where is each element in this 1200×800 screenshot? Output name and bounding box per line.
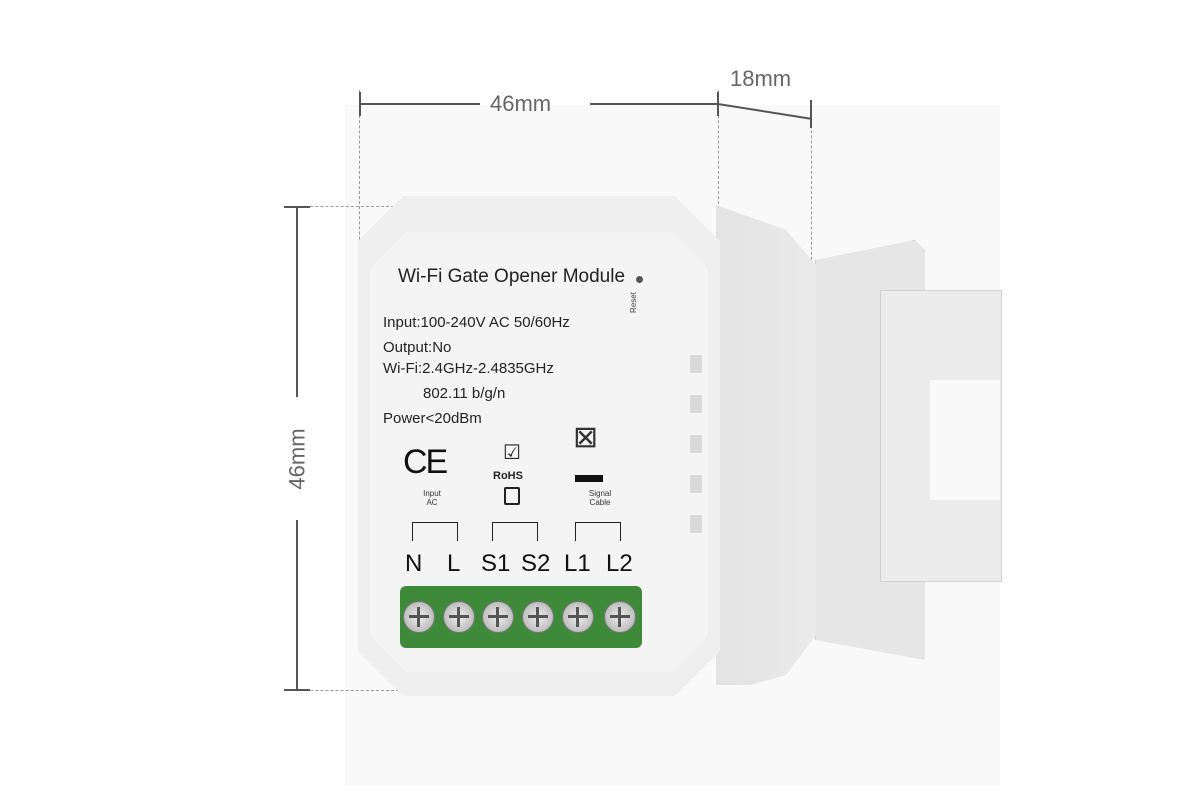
spec-output: Output:No bbox=[383, 339, 452, 356]
rohs-check-icon: ☑ bbox=[503, 442, 521, 464]
module-side bbox=[716, 205, 816, 685]
terminal-block bbox=[400, 586, 642, 648]
vent-rib bbox=[690, 515, 702, 533]
dimension-tick bbox=[284, 206, 310, 208]
depth-label: 18mm bbox=[730, 66, 792, 91]
signal-cable-label: Signal Cable bbox=[588, 489, 612, 507]
screw-terminal-l2[interactable] bbox=[604, 601, 636, 633]
screw-terminal-s2[interactable] bbox=[522, 601, 554, 633]
wiring-line bbox=[412, 522, 458, 541]
reset-button[interactable] bbox=[636, 276, 643, 283]
dimension-guide bbox=[718, 90, 721, 260]
height-dimension-line bbox=[296, 207, 298, 397]
wiring-line bbox=[575, 522, 621, 541]
screw-terminal-l1[interactable] bbox=[562, 601, 594, 633]
terminal-label-l2: L2 bbox=[606, 550, 633, 577]
spec-input: Input:100-240V AC 50/60Hz bbox=[383, 314, 570, 331]
screw-terminal-n[interactable] bbox=[403, 601, 435, 633]
spec-standard: 802.11 b/g/n bbox=[423, 385, 506, 402]
reset-label: Reset bbox=[628, 292, 638, 313]
vent-rib bbox=[690, 475, 702, 493]
phone-symbol-icon bbox=[504, 487, 520, 505]
dimension-guide bbox=[285, 690, 485, 691]
vent-rib bbox=[690, 395, 702, 413]
height-label: 46mm bbox=[284, 428, 310, 490]
screw-terminal-s1[interactable] bbox=[482, 601, 514, 633]
terminal-label-l1: L1 bbox=[564, 550, 591, 577]
width-dimension-line bbox=[360, 103, 480, 105]
dimension-guide bbox=[811, 100, 814, 270]
input-ac-label: Input AC bbox=[423, 489, 441, 507]
weee-bar bbox=[575, 475, 603, 482]
terminal-label-n: N bbox=[405, 550, 423, 577]
dimension-tick bbox=[810, 100, 812, 128]
width-label: 46mm bbox=[490, 91, 552, 116]
product-title: Wi-Fi Gate Opener Module bbox=[398, 266, 626, 287]
bracket-cutout bbox=[930, 380, 1000, 500]
height-dimension-line bbox=[296, 520, 298, 690]
terminal-label-l: L bbox=[447, 550, 461, 577]
spec-power: Power<20dBm bbox=[383, 410, 482, 427]
dimension-tick bbox=[284, 689, 310, 691]
terminal-label-s2: S2 bbox=[521, 550, 551, 577]
dimension-guide bbox=[285, 206, 455, 207]
dimension-guide bbox=[359, 90, 362, 290]
ce-mark: CE bbox=[403, 443, 448, 481]
wiring-line bbox=[492, 522, 538, 541]
width-dimension-line bbox=[590, 103, 718, 105]
screw-terminal-l[interactable] bbox=[443, 601, 475, 633]
terminal-label-s1: S1 bbox=[481, 550, 511, 577]
spec-wifi: Wi-Fi:2.4GHz-2.4835GHz bbox=[383, 360, 554, 377]
vent-rib bbox=[690, 435, 702, 453]
weee-bin-icon: ⊠ bbox=[573, 421, 599, 454]
vent-rib bbox=[690, 355, 702, 373]
dimension-tick bbox=[359, 92, 361, 116]
rohs-mark: RoHS bbox=[493, 470, 523, 482]
